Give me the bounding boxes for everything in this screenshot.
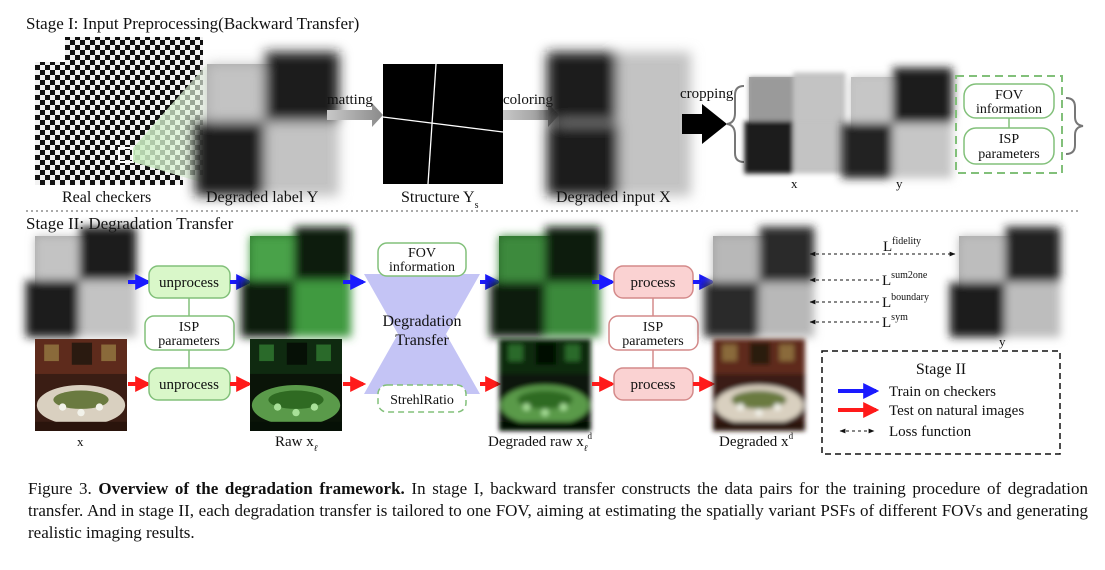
label-degraded-input: Degraded input X <box>556 189 671 206</box>
left-brace <box>726 85 745 163</box>
raw-natural-image <box>250 339 342 431</box>
isp-text-stage1: ISP <box>999 132 1019 147</box>
isp-param-box-stage1 <box>963 127 1055 165</box>
loss-sym: Lsym <box>882 312 908 331</box>
degraded-raw-natural <box>499 339 591 431</box>
fov-info-box-stage2 <box>377 242 467 277</box>
s2-input-checker <box>26 227 136 337</box>
degradation-transfer-block <box>364 274 480 394</box>
isp-right-text1: ISP <box>643 320 663 335</box>
unprocess-text-bottom: unprocess <box>159 377 219 393</box>
stage1-title: Stage I: Input Preprocessing(Backward Tr… <box>26 14 359 33</box>
degradation-text2: Transfer <box>395 332 449 349</box>
fov-info-text-stage1: FOV <box>995 88 1023 103</box>
legend-blue-text: Train on checkers <box>889 384 996 400</box>
label-raw: Raw xℓ <box>275 434 318 453</box>
degraded-label-image <box>195 52 339 196</box>
degraded-raw-checker <box>489 226 601 338</box>
cropping-label: cropping <box>680 86 734 102</box>
label-y-stage2: y <box>999 334 1006 349</box>
degraded-natural-output <box>713 339 805 431</box>
fov-info-text2-stage1: information <box>976 102 1042 117</box>
caption-bold: Overview of the degradation framework. <box>98 479 405 498</box>
label-x-stage1: x <box>791 176 798 191</box>
process-text-top: process <box>631 275 676 291</box>
target-y-image <box>949 226 1061 338</box>
isp-left-text2: parameters <box>158 334 219 349</box>
strehl-box <box>377 384 467 413</box>
isp-box-left <box>144 315 235 351</box>
fov-s2-text1: FOV <box>408 246 436 261</box>
strehl-text: StrehlRatio <box>390 393 454 408</box>
cropping-arrow <box>682 104 727 144</box>
label-degraded-raw: Degraded raw xℓd <box>488 431 593 453</box>
caption-prefix: Figure 3. <box>28 479 99 498</box>
right-brace <box>1065 97 1084 155</box>
isp-left-text1: ISP <box>179 320 199 335</box>
label-degraded: Degraded xd <box>719 431 794 450</box>
fov-isp-frame <box>955 75 1063 174</box>
label-structure: Structure Ys <box>401 189 479 211</box>
degraded-input-image <box>547 52 691 196</box>
degraded-checker-output <box>703 226 815 338</box>
figure-caption: Figure 3. Overview of the degradation fr… <box>28 478 1088 544</box>
crop-x-image <box>744 72 846 174</box>
degradation-text1: Degradation <box>382 313 461 330</box>
structure-image <box>382 63 504 185</box>
isp-box-right <box>608 315 699 351</box>
stage2-title: Stage II: Degradation Transfer <box>26 214 234 233</box>
isp-text2-stage1: parameters <box>978 147 1039 162</box>
loss-boundary: Lboundary <box>882 292 929 311</box>
label-real-checkers: Real checkers <box>62 189 151 206</box>
legend-loss-text: Loss function <box>889 424 972 440</box>
matting-arrow <box>327 103 383 127</box>
s2-input-natural <box>35 339 127 431</box>
isp-right-text2: parameters <box>622 334 683 349</box>
legend-red-text: Test on natural images <box>889 403 1024 419</box>
loss-sum2one: Lsum2one <box>882 270 928 289</box>
coloring-label: coloring <box>503 92 553 108</box>
zoom-fan <box>133 64 207 184</box>
fov-s2-text2: information <box>389 260 455 275</box>
loss-fidelity: Lfidelity <box>883 236 921 255</box>
caption-text: In stage I, backward transfer constructs… <box>28 479 1088 542</box>
label-y-stage1: y <box>896 176 903 191</box>
legend-box <box>821 350 1061 455</box>
raw-checker-image <box>240 226 352 338</box>
framework-diagram: Stage I: Input Preprocessing(Backward Tr… <box>0 14 1084 455</box>
legend-title: Stage II <box>916 361 966 378</box>
unprocess-text-top: unprocess <box>159 275 219 291</box>
label-degraded-label: Degraded label Y <box>206 189 319 206</box>
coloring-arrow <box>503 103 559 127</box>
crop-y-image <box>841 67 953 179</box>
label-x-stage2: x <box>77 434 84 449</box>
process-text-bottom: process <box>631 377 676 393</box>
matting-label: matting <box>327 92 373 108</box>
